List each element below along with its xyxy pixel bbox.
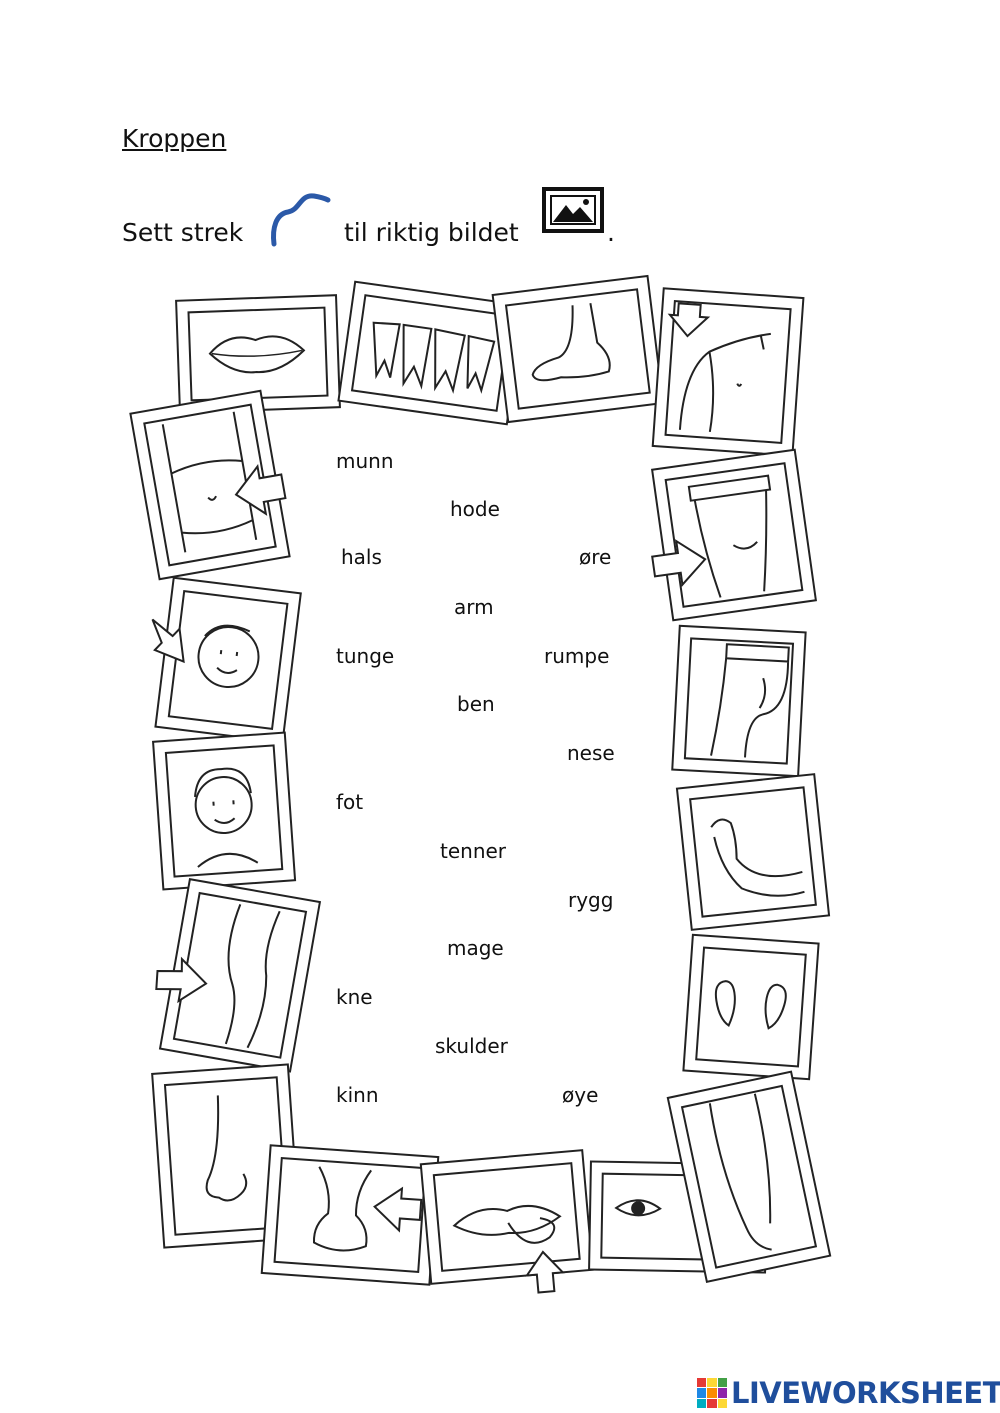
- word-fot[interactable]: fot: [336, 790, 364, 814]
- neck-picture[interactable]: [250, 1135, 450, 1295]
- shoulder-picture[interactable]: [648, 283, 808, 463]
- cheek-picture[interactable]: [146, 573, 310, 749]
- word-hode[interactable]: hode: [450, 497, 500, 521]
- bottom-picture[interactable]: [664, 617, 814, 783]
- teeth-picture[interactable]: [336, 280, 526, 426]
- word-arm[interactable]: arm: [454, 595, 494, 619]
- word-nese[interactable]: nese: [567, 741, 615, 765]
- picture-icon: [542, 187, 604, 233]
- instruction-text-middle: til riktig bildet: [344, 218, 519, 247]
- word-tunge[interactable]: tunge: [336, 644, 395, 668]
- word-ore[interactable]: øre: [579, 545, 612, 569]
- word-munn[interactable]: munn: [336, 449, 394, 473]
- word-oye[interactable]: øye: [562, 1083, 599, 1107]
- instruction-text-end: .: [607, 218, 615, 247]
- tongue-picture[interactable]: [414, 1145, 600, 1295]
- word-kinn[interactable]: kinn: [336, 1083, 379, 1107]
- leg-picture[interactable]: [656, 1067, 840, 1287]
- word-skulder[interactable]: skulder: [435, 1034, 508, 1058]
- word-kne[interactable]: kne: [336, 985, 373, 1009]
- back-picture[interactable]: [636, 445, 832, 625]
- belly-picture[interactable]: [122, 387, 298, 583]
- word-hals[interactable]: hals: [341, 545, 382, 569]
- word-ben[interactable]: ben: [457, 692, 495, 716]
- word-mage[interactable]: mage: [447, 936, 504, 960]
- foot-picture[interactable]: [488, 274, 668, 425]
- page-title: Kroppen: [122, 124, 227, 153]
- lips-picture[interactable]: [170, 290, 345, 418]
- arm-picture[interactable]: [668, 767, 838, 937]
- nose-picture[interactable]: [146, 1055, 306, 1255]
- word-tenner[interactable]: tenner: [440, 839, 507, 863]
- brand-name: LIVEWORKSHEETS: [731, 1376, 1000, 1410]
- head-picture[interactable]: [144, 725, 304, 895]
- instruction-text-start: Sett strek: [122, 218, 244, 247]
- ears-picture[interactable]: [676, 927, 826, 1087]
- word-rygg[interactable]: rygg: [568, 888, 614, 912]
- brand-logo: LIVEWORKSHEETS: [697, 1375, 1000, 1411]
- curved-line-icon: [271, 193, 331, 247]
- knee-picture[interactable]: [148, 875, 328, 1075]
- logo-cube-icon: [697, 1378, 727, 1408]
- word-rumpe[interactable]: rumpe: [544, 644, 610, 668]
- worksheet-board: munn hode hals øre arm tunge rumpe ben n…: [108, 255, 860, 1294]
